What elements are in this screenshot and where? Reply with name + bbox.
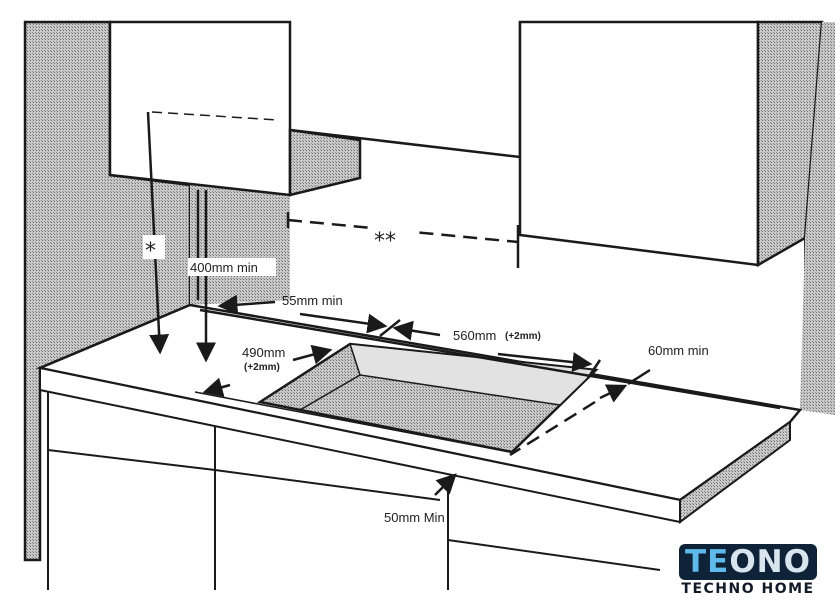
upper-cabinet-left (108, 20, 292, 197)
cutout-width-label: 560mm (453, 328, 496, 343)
front-clearance-label: 50mm Min (384, 510, 445, 525)
logo-brand: TEONO (679, 544, 817, 580)
cutout-inner-back (348, 343, 598, 406)
cutout-depth-tolerance: (+2mm) (244, 362, 280, 373)
countertop-end-edge (679, 420, 791, 524)
cutout-depth-label: 490mm (242, 345, 285, 360)
logo-tagline: TECHNO HOME (681, 581, 815, 597)
upper-cabinet-right (518, 20, 760, 267)
wall-clearance-marker: * (145, 239, 156, 264)
right-wall (800, 22, 835, 415)
min-height-label: 400mm min (190, 260, 258, 275)
base-cabinets (47, 392, 661, 590)
back-clearance-label: 55mm min (282, 293, 343, 308)
cabinet-gap-marker: ** (374, 229, 396, 254)
upper-cabinet-left-side (288, 128, 362, 197)
cutout-width-tolerance: (+2mm) (505, 331, 541, 342)
teono-logo: TEONO TECHNO HOME (662, 544, 834, 606)
side-clearance-label: 60mm min (648, 343, 709, 358)
